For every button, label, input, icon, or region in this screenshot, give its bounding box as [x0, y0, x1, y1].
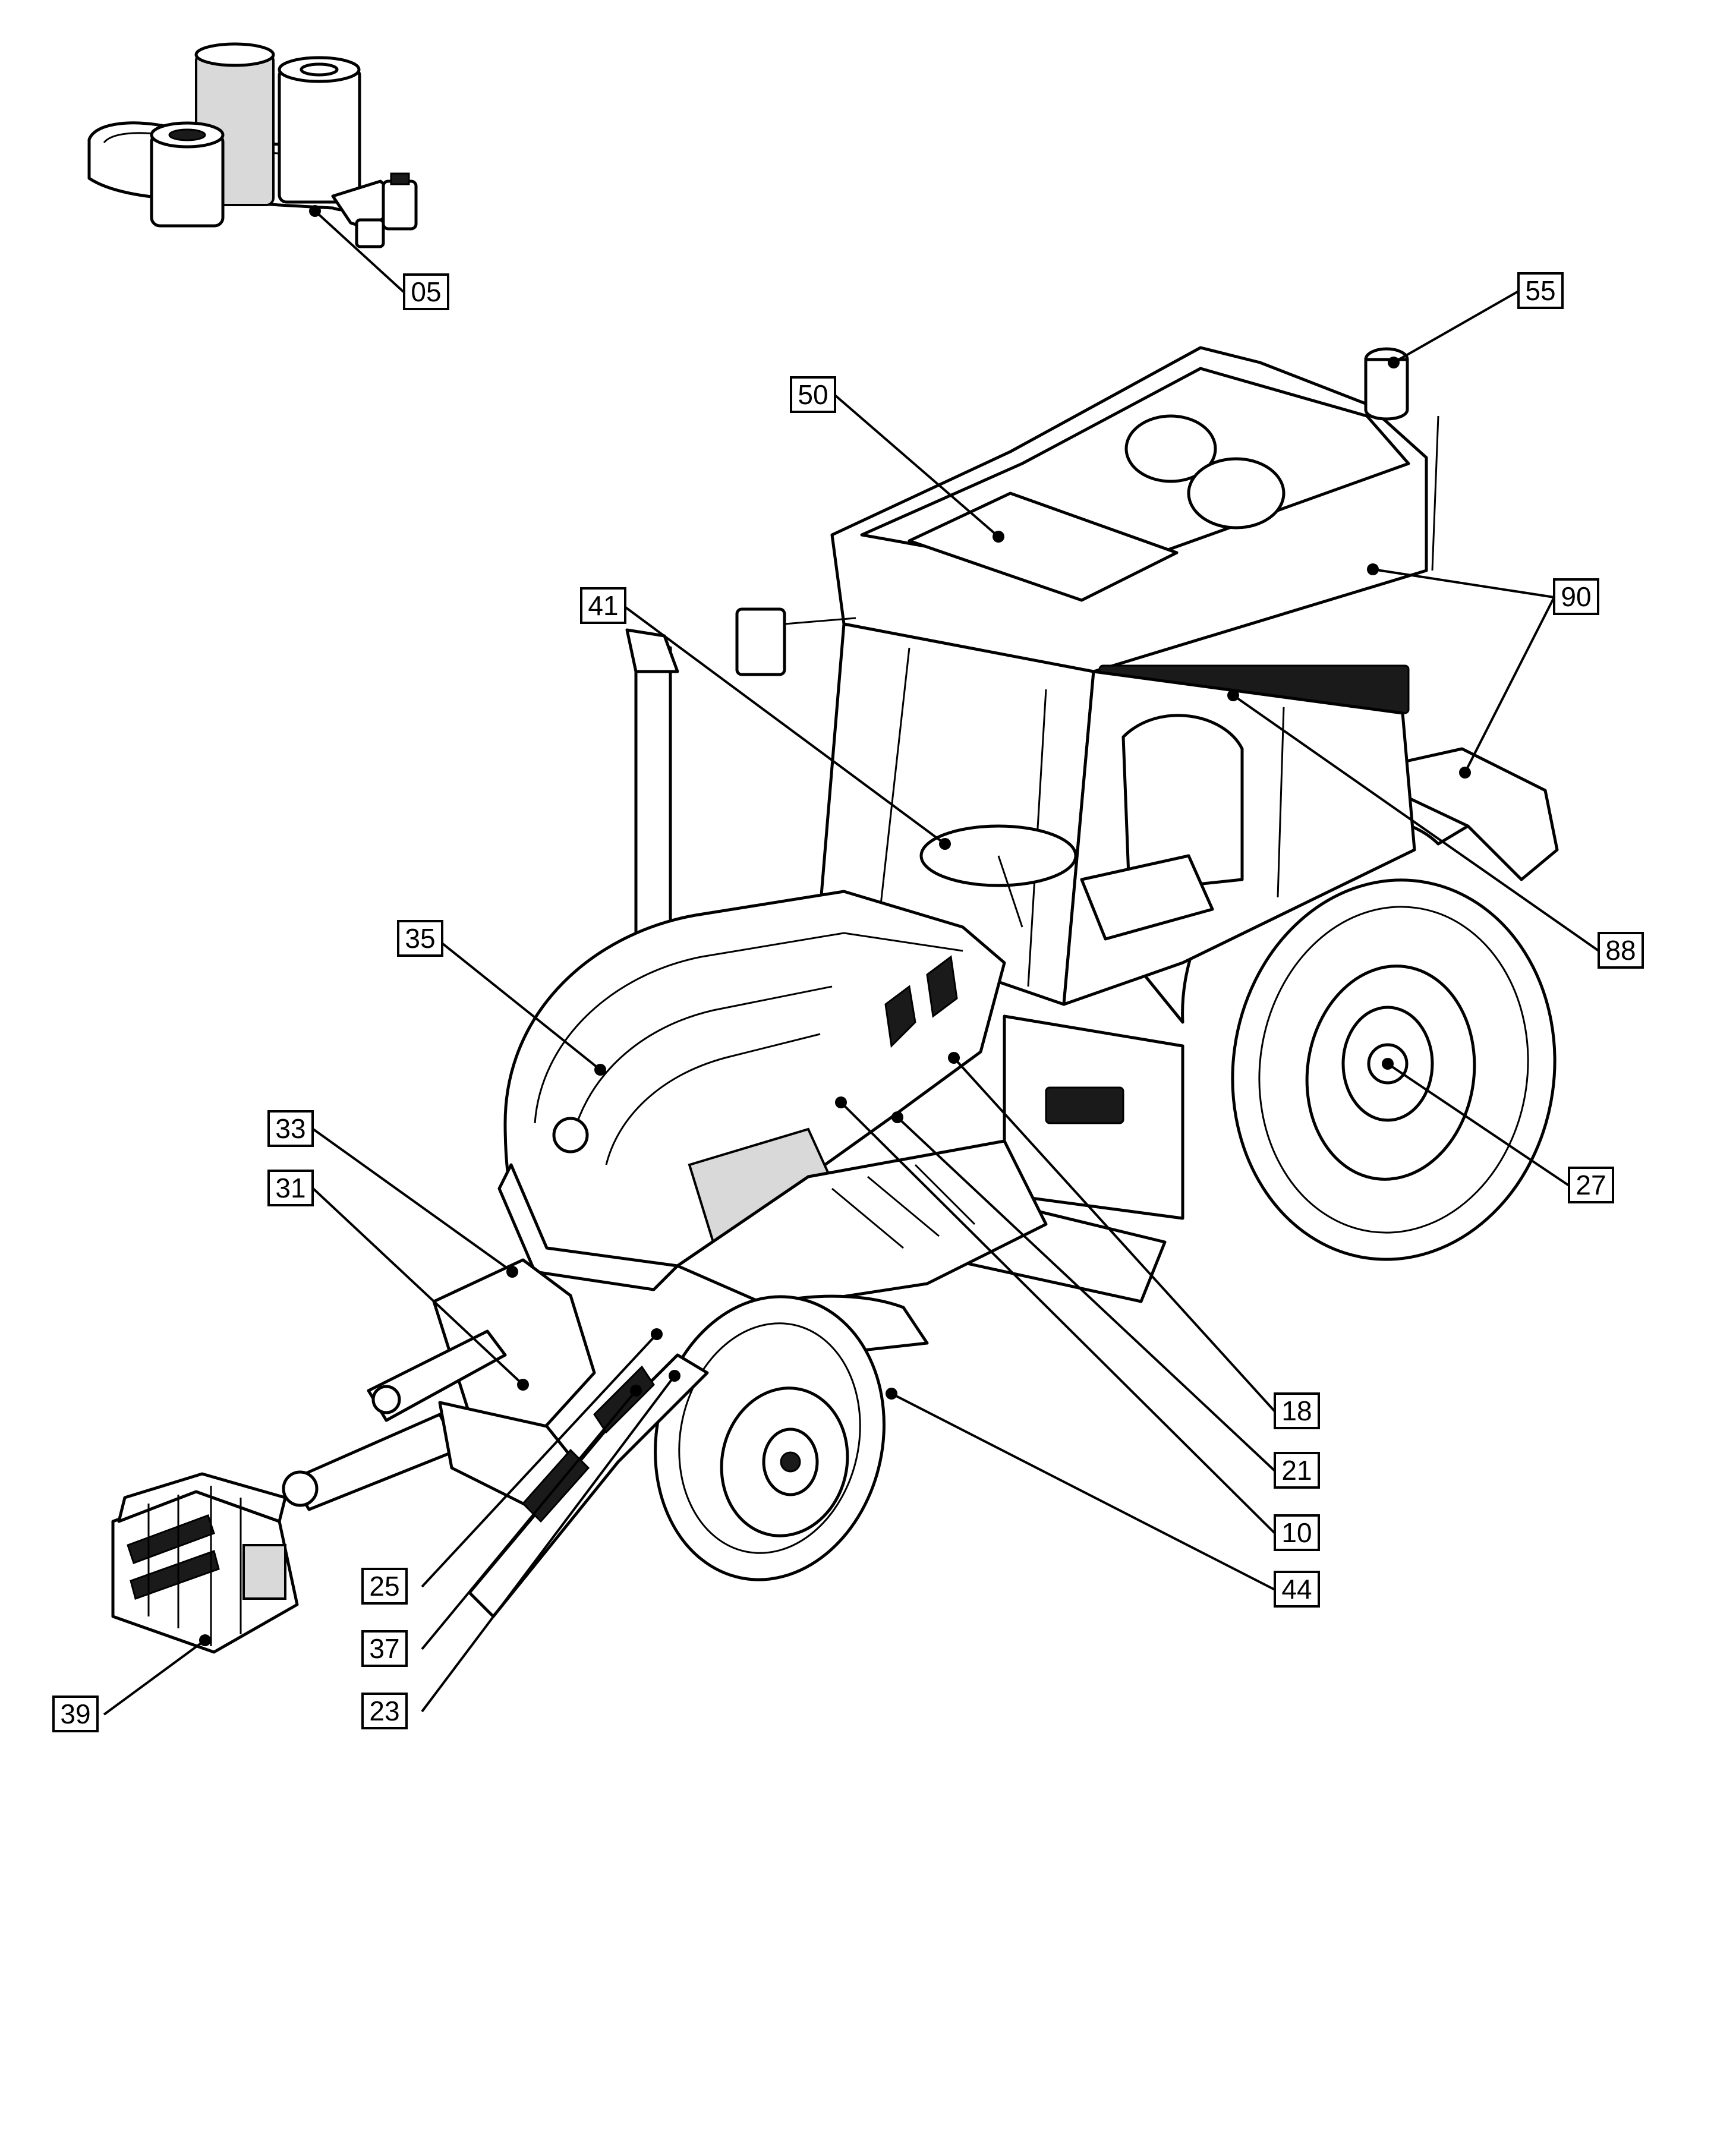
svg-text:88: 88 — [1605, 935, 1636, 966]
tractor-illustration — [282, 346, 1559, 1618]
svg-text:23: 23 — [369, 1696, 399, 1726]
callout-05: 05 — [403, 273, 449, 310]
callout-21: 21 — [1274, 1452, 1320, 1489]
rear-wheel — [1231, 878, 1557, 1261]
svg-text:44: 44 — [1281, 1574, 1312, 1605]
callout-33: 33 — [267, 1110, 314, 1147]
callout-90: 90 — [1553, 578, 1599, 615]
svg-text:33: 33 — [275, 1113, 305, 1144]
front-wheel — [654, 1294, 929, 1581]
callout-10: 10 — [1274, 1514, 1320, 1551]
svg-text:21: 21 — [1281, 1455, 1312, 1486]
svg-text:05: 05 — [411, 276, 441, 307]
callout-31: 31 — [267, 1170, 314, 1206]
svg-text:37: 37 — [369, 1633, 399, 1664]
svg-text:50: 50 — [798, 379, 828, 410]
callout-18: 18 — [1274, 1392, 1320, 1429]
svg-text:31: 31 — [275, 1173, 305, 1203]
svg-text:39: 39 — [60, 1698, 90, 1729]
svg-text:18: 18 — [1281, 1395, 1312, 1426]
callout-27: 27 — [1568, 1167, 1614, 1203]
callout-44: 44 — [1274, 1571, 1320, 1608]
callout-23: 23 — [361, 1693, 408, 1729]
svg-text:25: 25 — [369, 1571, 399, 1602]
svg-text:90: 90 — [1561, 581, 1591, 612]
callout-37: 37 — [361, 1630, 408, 1667]
svg-text:10: 10 — [1281, 1517, 1312, 1548]
leader-lines — [103, 205, 1600, 1716]
svg-text:41: 41 — [588, 590, 618, 621]
callout-55: 55 — [1517, 272, 1564, 309]
svg-text:55: 55 — [1525, 275, 1555, 306]
svg-text:35: 35 — [405, 923, 435, 954]
callout-39: 39 — [52, 1696, 99, 1732]
svg-text:27: 27 — [1576, 1170, 1606, 1200]
filter-kit-illustration — [87, 42, 418, 248]
callout-41: 41 — [580, 587, 626, 624]
callout-35: 35 — [397, 920, 443, 957]
front-weight-illustration — [111, 1472, 299, 1654]
callout-25: 25 — [361, 1568, 408, 1605]
callout-88: 88 — [1598, 932, 1644, 969]
callout-50: 50 — [790, 376, 836, 413]
